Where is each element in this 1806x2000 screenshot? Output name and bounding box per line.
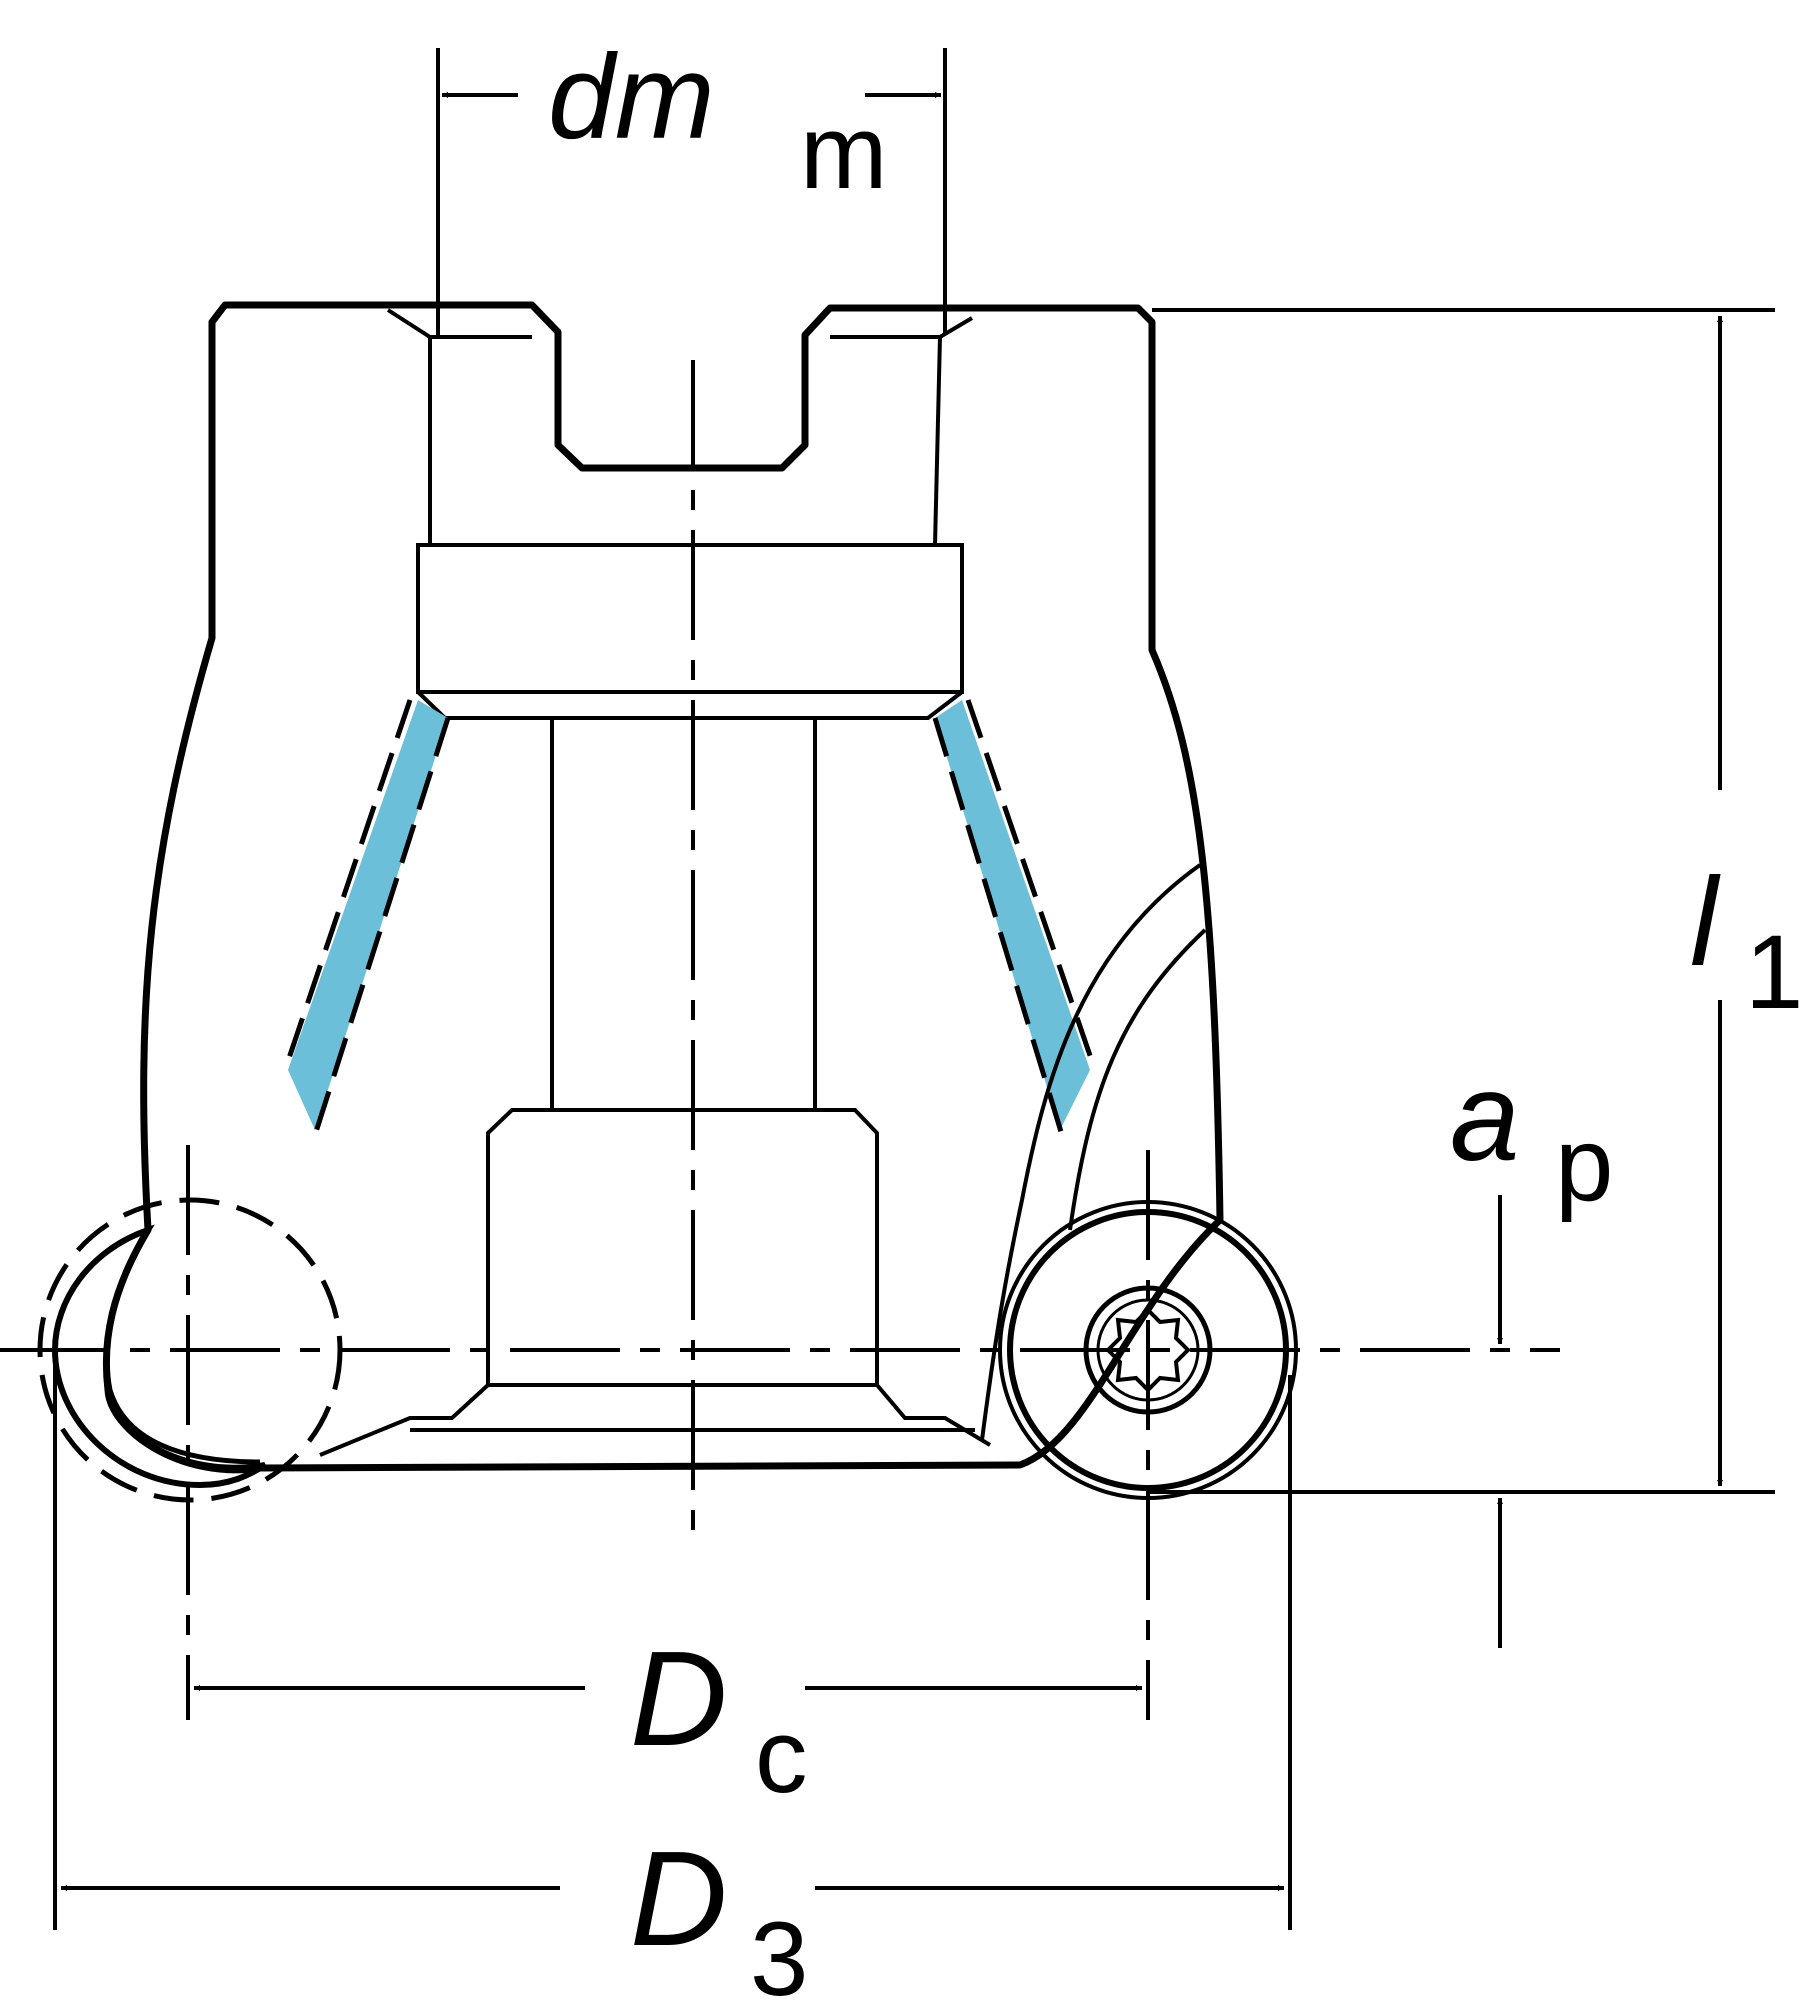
cutter-body: [102, 301, 1224, 1474]
l1-subscript: 1: [1745, 914, 1803, 1031]
coolant-channel-right: [935, 700, 1090, 1130]
counterbore: [416, 543, 964, 694]
coolant-channel-right-dash: [932, 699, 1098, 1136]
lower-counterbore-base: [319, 1383, 490, 1457]
l1-label: l: [1690, 853, 1721, 992]
key-slot-chamfer-left: [386, 308, 532, 339]
dc-subscript: c: [755, 1698, 808, 1815]
dc-label: D: [630, 1623, 728, 1774]
bore-wall-right: [933, 336, 942, 546]
insert-left-inner: [104, 1228, 261, 1465]
counterbore-chamfer: [416, 690, 964, 720]
coolant-channel-left-dash: [282, 699, 451, 1136]
pocket-flank-inner: [1068, 928, 1207, 1231]
lower-counterbore-base-right: [875, 1383, 992, 1447]
ap-label: a: [1450, 1048, 1520, 1187]
d3-subscript: 3: [750, 1901, 808, 2000]
ap-subscript: p: [1555, 1106, 1613, 1223]
key-slot-chamfer-right: [830, 316, 974, 339]
pocket-flank-outer: [980, 863, 1202, 1441]
dmm-label: dm: [548, 30, 715, 164]
lower-counterbore: [486, 1108, 879, 1387]
dmm-subscript: m: [800, 94, 887, 211]
d3-label: D: [630, 1823, 728, 1974]
coolant-channel-left: [288, 700, 448, 1130]
